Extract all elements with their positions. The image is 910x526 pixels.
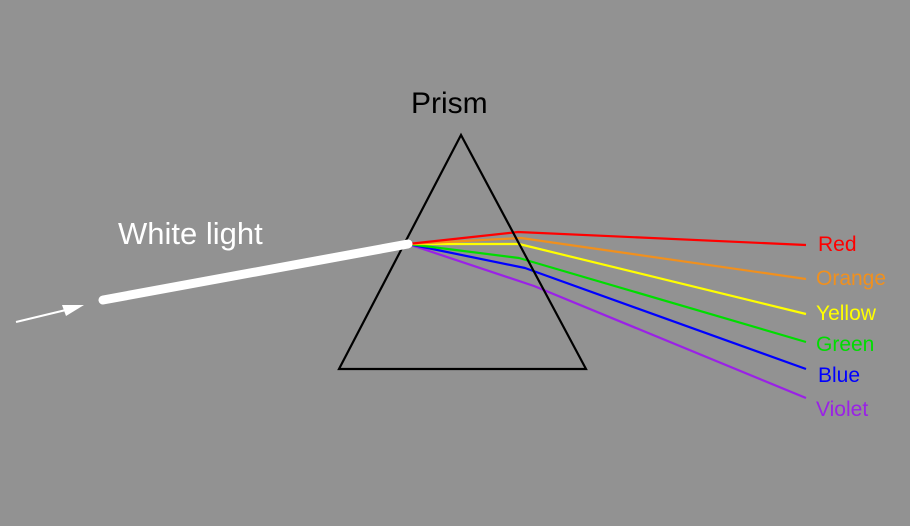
white-light-label: White light <box>118 216 263 251</box>
band-label-yellow: Yellow <box>816 302 876 325</box>
beam-red <box>407 230 807 247</box>
beam-green <box>407 242 807 344</box>
beam-yellow <box>408 242 807 316</box>
band-label-blue: Blue <box>818 364 861 387</box>
diagram-title: Prism <box>411 87 488 120</box>
band-label-red: Red <box>818 233 857 256</box>
beam-blue <box>407 242 807 371</box>
direction-arrow-icon <box>15 305 84 323</box>
spectrum-beams <box>407 230 807 400</box>
band-label-orange: Orange <box>816 267 887 290</box>
band-label-violet: Violet <box>816 398 869 421</box>
beam-violet <box>407 242 807 400</box>
beam-orange <box>407 236 807 281</box>
prism-triangle <box>337 132 588 371</box>
band-label-green: Green <box>816 333 875 356</box>
white-light-beam <box>98 239 413 305</box>
